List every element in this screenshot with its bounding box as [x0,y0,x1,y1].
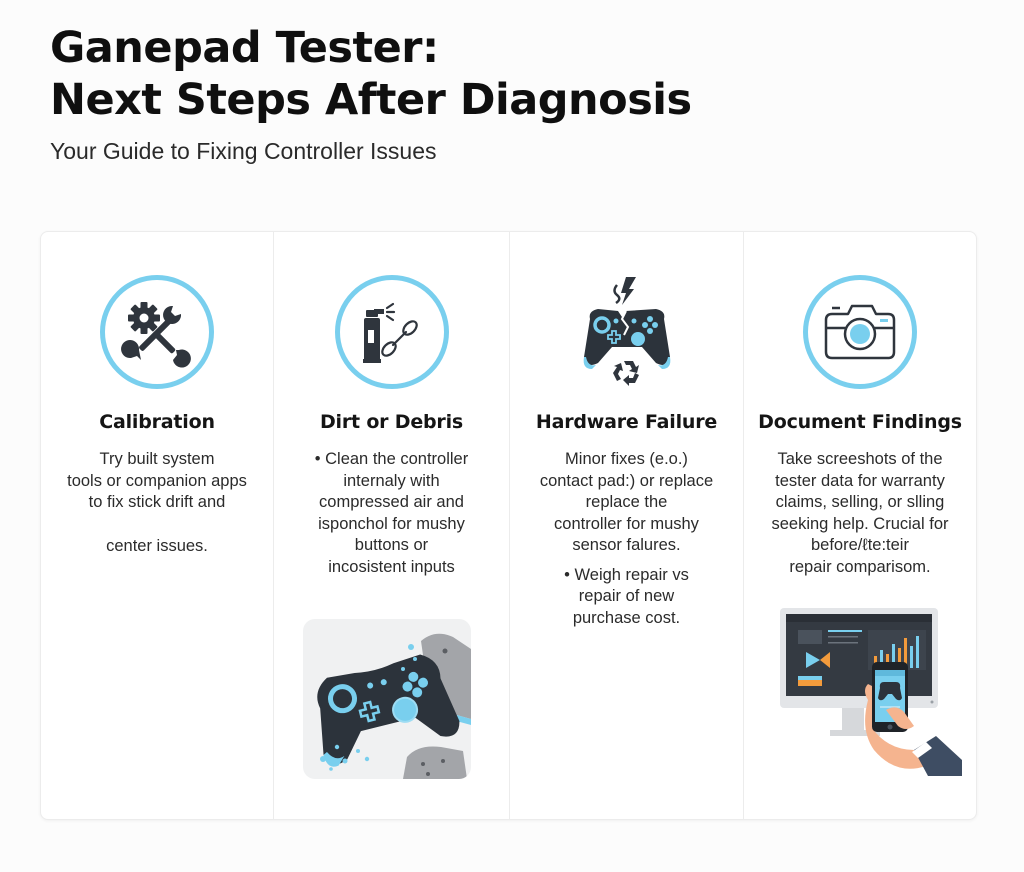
step-title: Hardware Failure [535,411,718,433]
text-line: tools or companion apps [67,471,247,490]
header: Ganepad Tester: Next Steps After Diagnos… [50,22,692,165]
dirty-controller-illustration [303,619,471,779]
step-description: Minor fixes (e.o.) contact pad:) or repl… [528,449,725,629]
text-line: tester data for warranty [775,471,945,490]
page-title: Ganepad Tester: Next Steps After Diagnos… [50,22,692,126]
step-title: Calibration [99,411,215,433]
text-line: claims, selling, or slling [775,493,945,511]
text-line: repair comparisom. [789,557,931,576]
step-dirt-or-debris: Dirt or Debris • Clean the controller in… [274,232,510,819]
text-line: compressed air and [319,493,464,511]
text-line: Try built system [99,450,215,468]
phone-screenshot-monitor-illustration [776,600,972,780]
text-line: contact pad:) or replace [539,471,714,490]
page-subtitle: Your Guide to Fixing Controller Issues [50,138,437,164]
text-line: controller for mushy [554,514,699,533]
text-line: Minor fixes (e.o.) [565,450,688,468]
step-description: • Clean the controller internaly with co… [303,449,480,578]
step-calibration: Calibration Try built system tools or co… [41,232,274,819]
gear-wrench-icon [100,275,214,389]
title-line-1: Ganepad Tester: [50,23,439,73]
text-line: purchase cost. [572,608,681,627]
text-line: buttons or [354,536,429,554]
step-title: Document Findings [758,411,962,433]
camera-icon [803,275,917,389]
step-description: Take screeshots of the tester data for w… [759,449,960,578]
title-line-2: Next Steps After Diagnosis [50,75,692,125]
text-line: isponchol for mushy [318,514,465,533]
spray-can-swab-icon [334,275,449,389]
step-document-findings: Document Findings Take screeshots of the… [744,232,976,819]
step-hardware-failure: Hardware Failure Minor fixes (e.o.) cont… [510,232,744,819]
text-line: internaly with [343,471,440,490]
text-line: • Weigh repair vs [564,565,689,584]
text-line: to fix stick drift and [88,493,226,511]
text-line: seeking help. Crucial for [771,514,949,533]
text-line: center issues. [106,536,208,555]
text-line: • Clean the controller [314,450,469,468]
text-line: Take screeshots of the [777,450,943,468]
text-line: replace the [585,493,668,511]
step-description: Try built system tools or companion apps… [55,449,259,557]
text-line: before/ℓte:teir [811,536,909,554]
step-title: Dirt or Debris [319,411,464,433]
text-line: repair of new [578,587,675,605]
broken-controller-icon [568,273,686,391]
steps-panel: Calibration Try built system tools or co… [40,231,977,820]
text-line: sensor falures. [572,536,681,554]
text-line: incosistent inputs [328,557,455,576]
bullet-point: • Weigh repair vs repair of new purchase… [540,565,713,630]
